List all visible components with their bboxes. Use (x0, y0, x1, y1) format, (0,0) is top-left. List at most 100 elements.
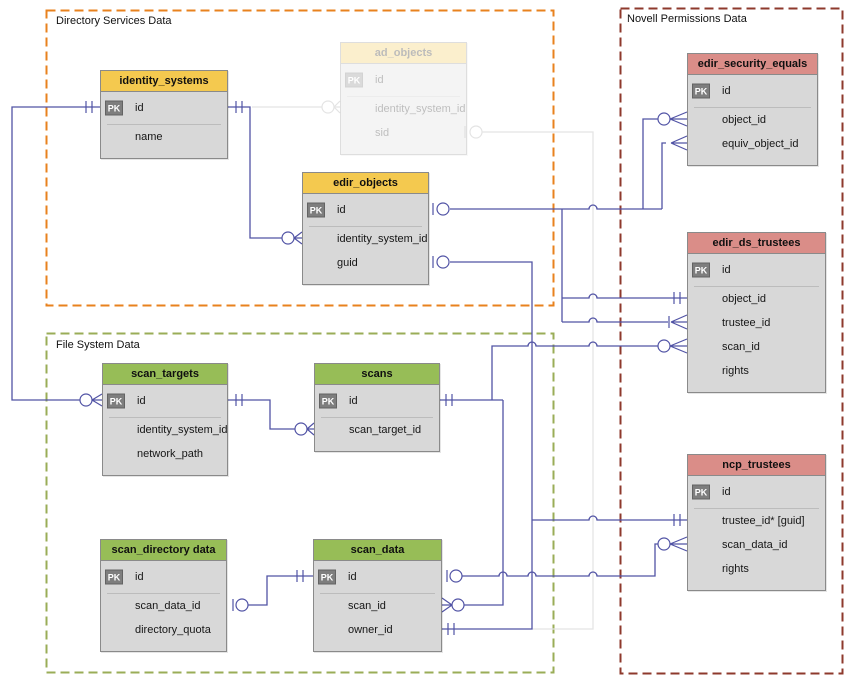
field-name: object_id (722, 114, 767, 126)
field-name: identity_system_id (375, 103, 466, 115)
field-name: id (722, 85, 731, 97)
entity-title: ad_objects (341, 43, 466, 64)
connectors (11, 101, 688, 635)
connector-edir_objects-guid-scan_data-owner_id (442, 261, 533, 630)
field-name: sid (375, 127, 390, 139)
connector-scan_data-ncp_trustees-scan_data_id (462, 543, 658, 577)
field-row-pk: PK id (101, 92, 227, 124)
field-name: identity_system_id (337, 233, 428, 245)
pk-badge: PK (692, 484, 710, 500)
field-name: scan_id (348, 600, 386, 612)
ghost-connectors (252, 100, 594, 630)
field-name: scan_target_id (349, 424, 422, 436)
pk-divider (320, 593, 435, 594)
field-name: identity_system_id (137, 424, 228, 436)
field-row-pk: PK id (688, 75, 817, 107)
connector-scans-scan_data-scan_id (464, 400, 504, 606)
connector-scan_targets-scans (228, 399, 295, 430)
field-row-pk: PK id (341, 64, 466, 96)
field-name: id (722, 486, 731, 498)
field-name: id (722, 264, 731, 276)
group-label-directory-services: Directory Services Data (56, 15, 172, 27)
field-row-pk: PK id (103, 385, 227, 417)
pk-badge: PK (107, 393, 125, 409)
field-name: scan_id (722, 341, 760, 353)
pk-badge: PK (307, 202, 325, 218)
entity-title: edir_ds_trustees (688, 233, 825, 254)
pk-divider (107, 124, 221, 125)
field-row-pk: PK id (688, 476, 825, 508)
field-name: id (348, 571, 357, 583)
field-name: object_id (722, 293, 767, 305)
connector-to-edir_security_equals-equiv_object_id (661, 142, 666, 209)
pk-badge: PK (319, 393, 337, 409)
field-name: network_path (137, 448, 204, 460)
entity-title: edir_objects (303, 173, 428, 194)
field-name: name (135, 131, 163, 143)
pk-divider (107, 593, 220, 594)
pk-badge: PK (105, 100, 123, 116)
connector-identity_systems-scan_targets (11, 106, 100, 401)
field-name: id (135, 102, 144, 114)
pk-divider (694, 508, 819, 509)
connector-to-edir_ds_trustees-object_id (562, 293, 687, 299)
pk-badge: PK (345, 72, 363, 88)
ghost-zero-circle (469, 125, 483, 139)
entity-title: scan_directory data (101, 540, 226, 561)
field-name: trustee_id* [guid] (722, 515, 805, 527)
field-name: guid (337, 257, 358, 269)
field-row-pk: PK id (688, 254, 825, 286)
field-name: id (349, 395, 358, 407)
field-name: scan_data_id (135, 600, 201, 612)
field-name: id (137, 395, 146, 407)
pk-divider (694, 286, 819, 287)
pk-badge: PK (692, 262, 710, 278)
group-box-novell-permissions (619, 7, 844, 675)
entity-title: scan_targets (103, 364, 227, 385)
field-name: trustee_id (722, 317, 771, 329)
pk-divider (109, 417, 221, 418)
pk-badge: PK (692, 83, 710, 99)
field-name: id (375, 74, 384, 86)
group-label-novell-permissions: Novell Permissions Data (627, 13, 747, 25)
connector-scan_directory_data-scan_data (248, 575, 313, 606)
connector-identity_systems-edir_objects (228, 106, 282, 239)
entity-title: identity_systems (101, 71, 227, 92)
field-name: owner_id (348, 624, 393, 636)
cardinality-circles (79, 112, 671, 612)
pk-divider (309, 226, 422, 227)
entity-title: scan_data (314, 540, 441, 561)
group-label-file-system: File System Data (56, 339, 140, 351)
entity-title: scans (315, 364, 439, 385)
field-name: id (337, 204, 346, 216)
entity-title: edir_security_equals (688, 54, 817, 75)
ghost-zero-circle (321, 100, 335, 114)
field-name: id (135, 571, 144, 583)
field-name: rights (722, 365, 749, 377)
connector-ad_objects-scan_data (482, 131, 594, 630)
field-name: rights (722, 563, 749, 575)
field-name: directory_quota (135, 624, 211, 636)
cardinality-ticks (85, 101, 681, 635)
pk-divider (347, 96, 460, 97)
field-name: scan_data_id (722, 539, 788, 551)
field-row-pk: PK id (315, 385, 439, 417)
connector-to-ncp_trustees-trustee_id (532, 515, 687, 521)
connector-to-edir_ds_trustees-trustee_id (562, 317, 668, 323)
pk-badge: PK (318, 569, 336, 585)
ghost-cardinality-marks (333, 100, 466, 138)
connector-edir_objects-id-bus (450, 204, 662, 210)
group-box-directory-services (45, 9, 555, 307)
